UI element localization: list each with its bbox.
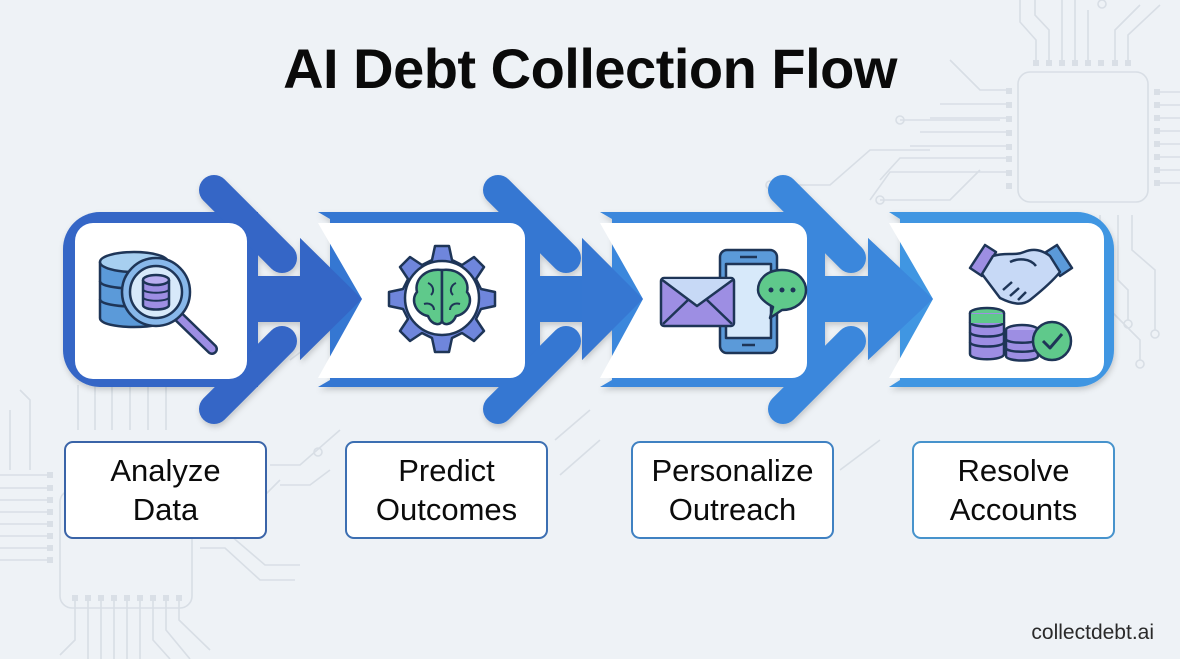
email-phone-chat-icon — [659, 248, 808, 355]
step-3-label: Personalize Outreach — [631, 441, 834, 539]
step-4-label-line1: Resolve — [957, 453, 1070, 488]
step-2-label-line1: Predict — [398, 453, 495, 488]
step-4-label-line2: Accounts — [949, 492, 1078, 527]
gear-brain-icon — [387, 244, 497, 354]
watermark: collectdebt.ai — [1031, 621, 1154, 644]
page-title: AI Debt Collection Flow — [283, 37, 897, 100]
step-3-label-line2: Outreach — [668, 492, 797, 527]
step-4-label: Resolve Accounts — [912, 441, 1115, 539]
step-1-label-line2: Data — [132, 492, 199, 527]
step-1-label: Analyze Data — [64, 441, 267, 539]
step-3-label-line1: Personalize — [651, 453, 814, 488]
step-2-label-line2: Outcomes — [375, 492, 518, 527]
handshake-coins-check-icon — [968, 243, 1074, 362]
step-2-label: Predict Outcomes — [345, 441, 548, 539]
step-1-label-line1: Analyze — [110, 453, 221, 488]
database-magnifier-icon — [98, 250, 218, 355]
